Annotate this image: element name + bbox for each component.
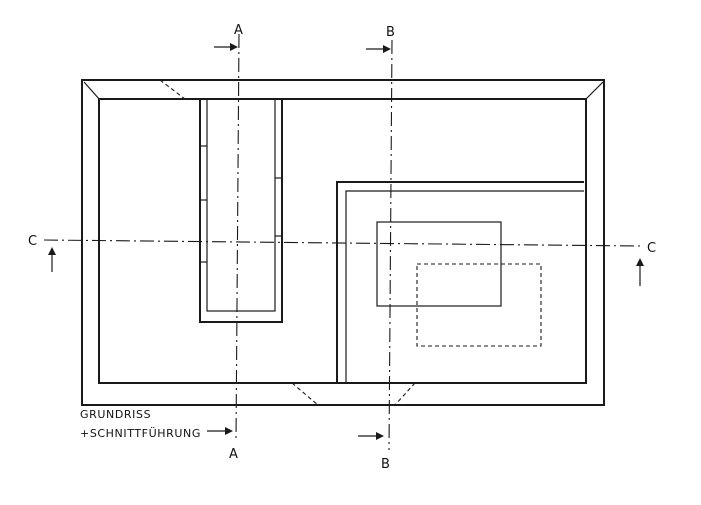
- cut-line-b: [388, 39, 393, 451]
- arrow-b-top-head: [383, 45, 391, 53]
- drawing-caption: GRUNDRISS +SCHNITTFÜHRUNG: [80, 408, 201, 440]
- channel-outer-edge: [199, 98, 283, 323]
- vertical-channel: [199, 98, 283, 323]
- channel-inner-edge: [206, 98, 276, 312]
- section-label-c-left: C: [28, 234, 37, 249]
- section-line-a: A A: [207, 23, 243, 462]
- arrow-c-left-head: [48, 247, 56, 255]
- caption-line-2: +SCHNITTFÜHRUNG: [80, 427, 201, 440]
- corner-diagonal-top-left: [83, 81, 101, 101]
- section-line-c: C C: [28, 234, 656, 286]
- corner-diagonal-top-right: [585, 81, 604, 100]
- arrow-a-bottom-head: [225, 427, 233, 435]
- caption-line-1: GRUNDRISS: [80, 408, 151, 421]
- arrow-c-right-head: [636, 258, 644, 266]
- inner-room: [336, 181, 584, 383]
- opening-mark-bottom-right: [394, 382, 416, 406]
- inner-room-wall-outer: [336, 181, 584, 383]
- inner-room-wall-inner: [345, 190, 584, 383]
- arrow-b-bottom-head: [376, 432, 384, 440]
- hidden-outline: [416, 263, 542, 347]
- section-label-b-bottom: B: [381, 457, 390, 472]
- section-label-a-top: A: [234, 23, 243, 38]
- outer-wall-outer-edge: [81, 79, 605, 406]
- section-line-b: B B: [358, 25, 395, 472]
- section-label-a-bottom: A: [229, 447, 238, 462]
- section-label-c-right: C: [647, 241, 656, 256]
- opening-mark-bottom-left: [291, 382, 319, 406]
- cut-line-c: [43, 239, 641, 247]
- outer-wall: [81, 79, 605, 406]
- opening-mark-top: [159, 79, 186, 100]
- section-label-b-top: B: [386, 25, 395, 40]
- arrow-a-top-head: [230, 43, 238, 51]
- cut-line-a: [235, 33, 240, 441]
